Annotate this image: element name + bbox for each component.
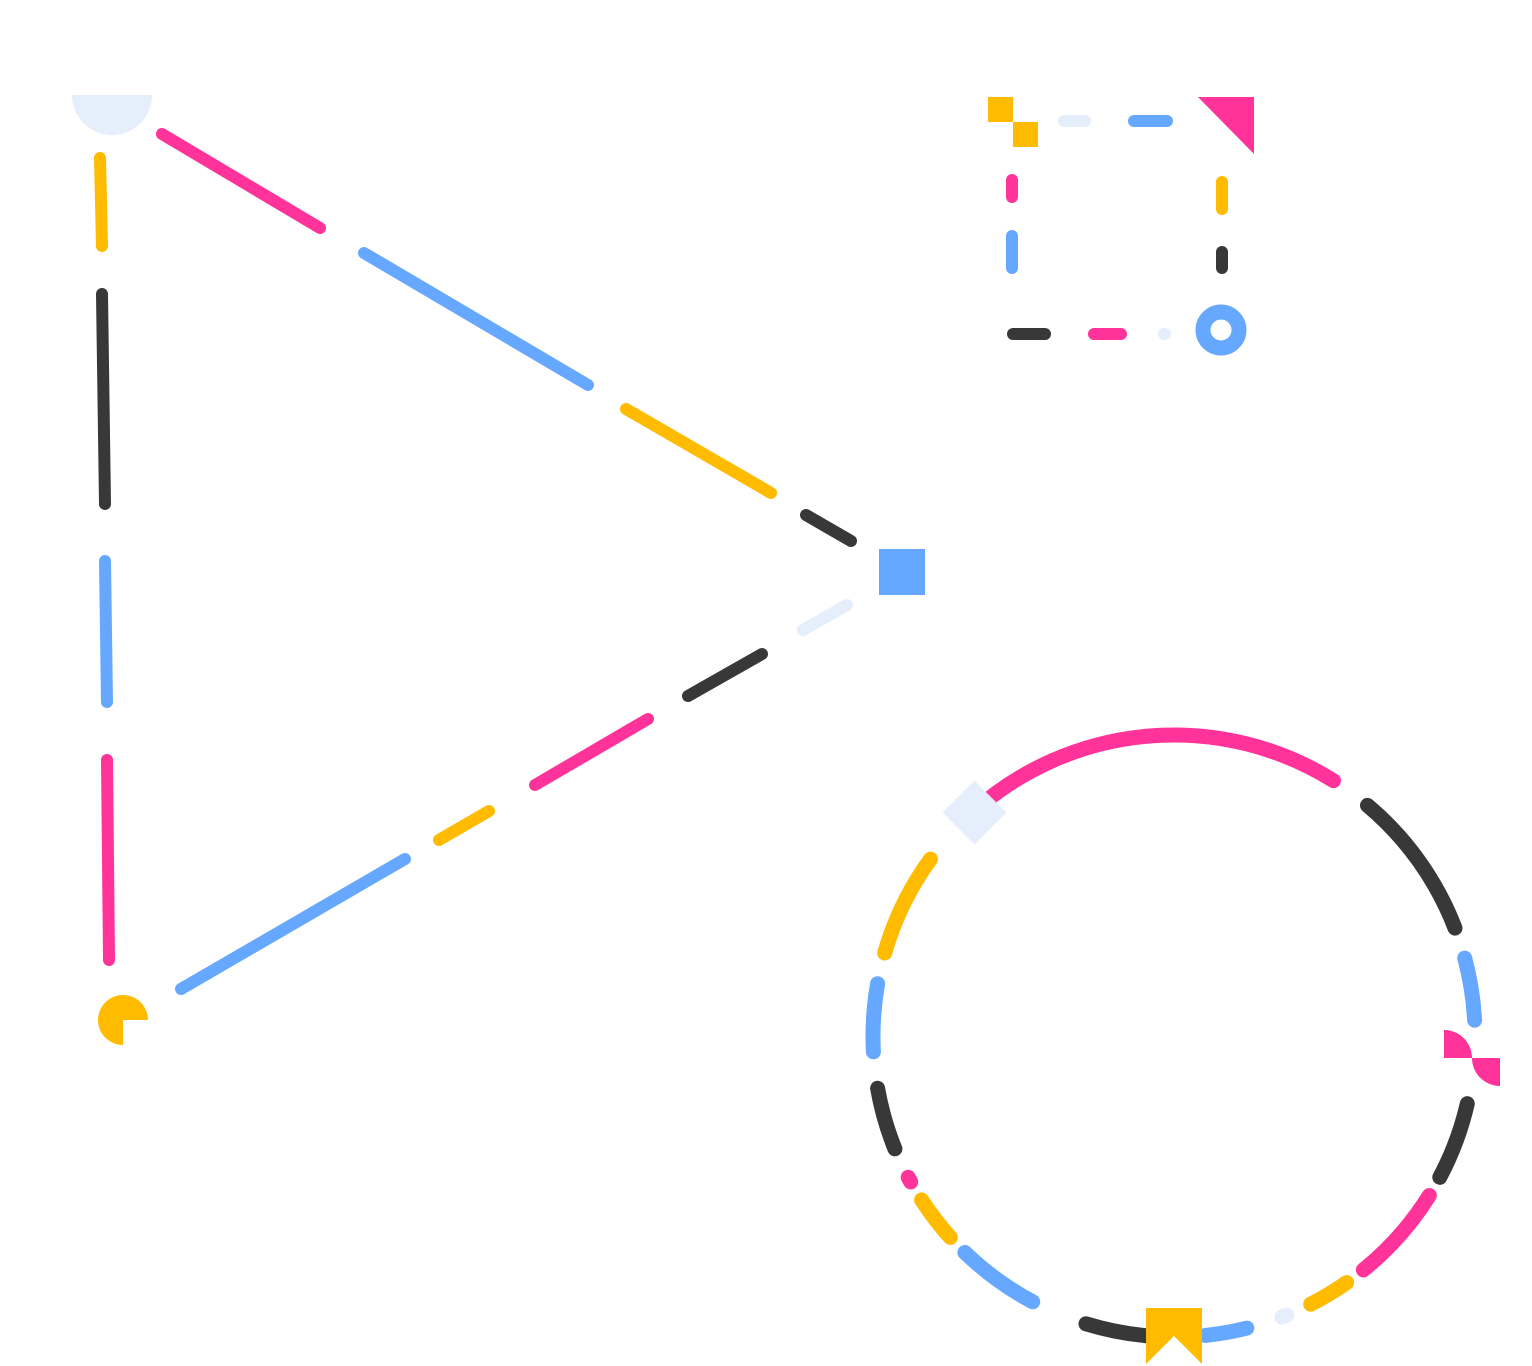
arc-segment: [1274, 1307, 1295, 1325]
dash-segment: [96, 288, 111, 510]
pink-triangle-icon: [1198, 97, 1254, 154]
arc-segment: [1303, 1275, 1355, 1312]
arc-segment: [1457, 950, 1483, 1028]
triangle-left-edge: [94, 152, 115, 966]
arc-segment: [957, 1245, 1041, 1310]
dash-segment: [101, 754, 115, 966]
arc-segment: [914, 1192, 958, 1245]
blue-square-icon: [879, 549, 925, 595]
dash-segment: [682, 648, 768, 702]
pale-half-circle-icon: [72, 95, 152, 135]
arc-segment: [1432, 1096, 1475, 1185]
arc-segment: [900, 1169, 919, 1190]
arc-segment: [965, 727, 1341, 820]
dash-segment: [156, 128, 326, 234]
triangle-top-edge: [156, 128, 857, 547]
blue-ring-icon: [1195, 304, 1247, 356]
arc-segment: [1198, 1320, 1255, 1343]
yellow-bookmark-icon: [1146, 1308, 1202, 1364]
yellow-pacman-icon: [98, 995, 148, 1045]
dash-segment: [94, 152, 108, 252]
arc-segment: [870, 1080, 903, 1157]
dash-segment: [175, 853, 411, 995]
arc-segment: [1355, 1188, 1437, 1278]
dash-segment: [800, 509, 857, 547]
dash-segment: [620, 403, 777, 499]
dash-segment: [529, 713, 654, 791]
arc-segment: [1360, 797, 1463, 936]
pink-quarter-circles-icon: [1444, 1030, 1500, 1086]
dash-segment: [99, 555, 113, 708]
pale-diamond-icon: [942, 780, 1007, 845]
dash-segment: [358, 247, 594, 391]
yellow-checker-icon: [988, 97, 1038, 147]
dash-segment: [797, 599, 853, 636]
dashed-triangle: [72, 95, 925, 1045]
triangle-bottom-edge: [175, 599, 853, 995]
dash-segment: [433, 805, 495, 846]
arc-segment: [877, 851, 938, 961]
dashed-small-square: [988, 97, 1254, 356]
dashed-circle: [865, 727, 1483, 1345]
arc-segment: [865, 976, 886, 1060]
